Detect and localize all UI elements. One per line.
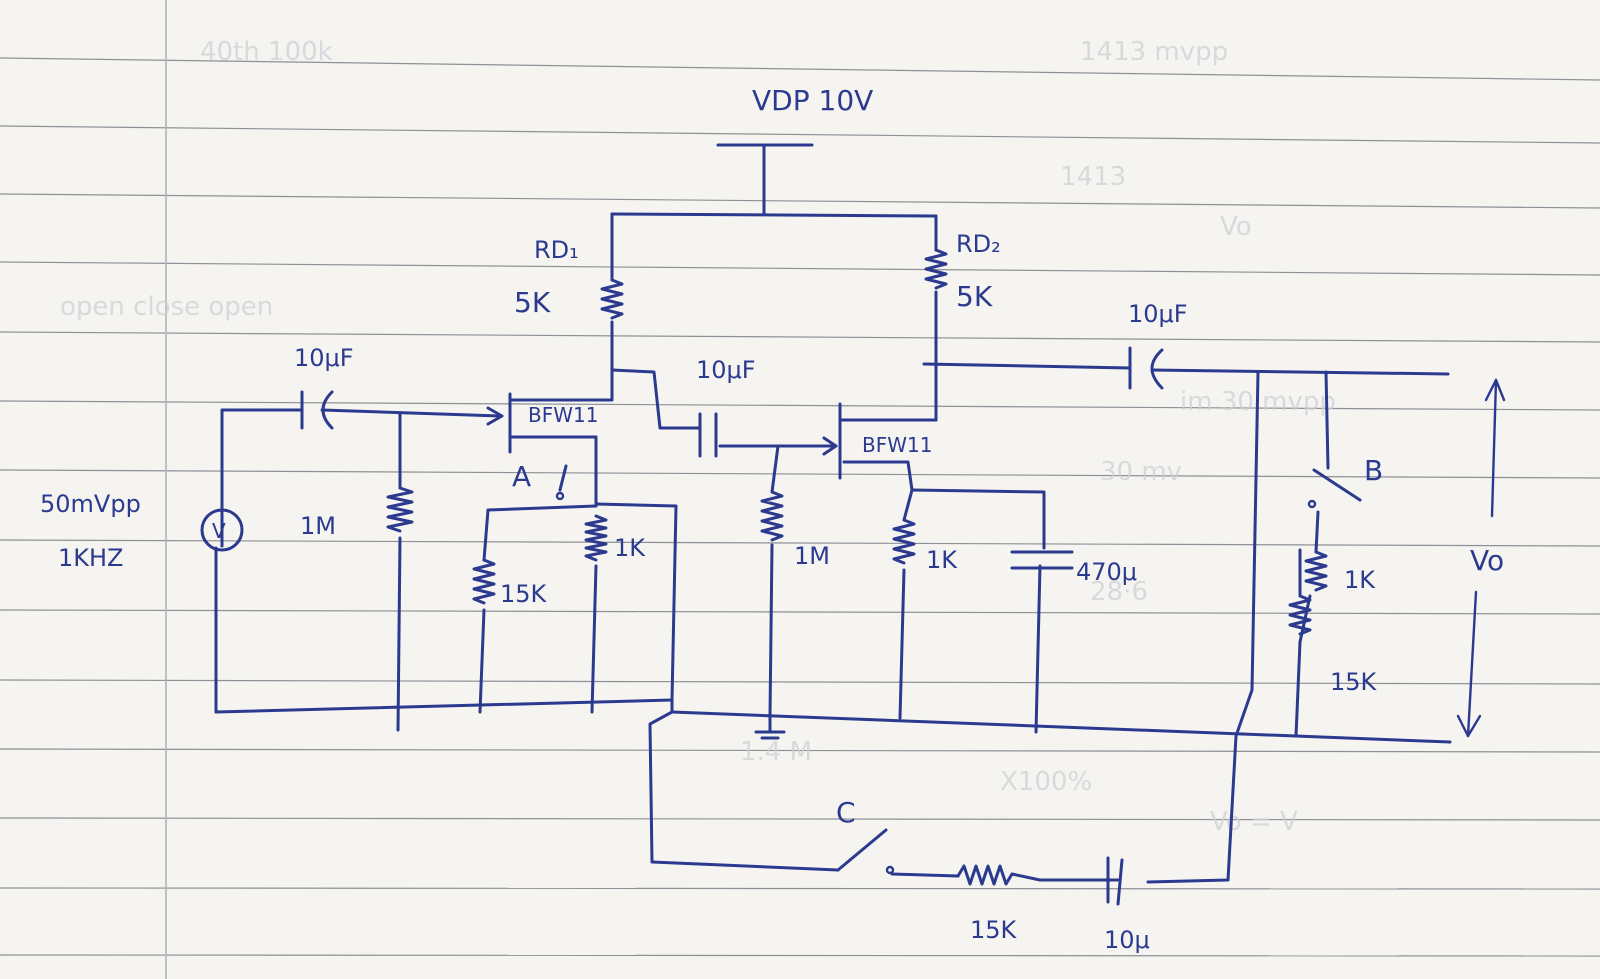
resistor-gate2 [760,490,784,542]
svg-text:1413 mvpp: 1413 mvpp [1080,37,1228,67]
feedback-cap-label: 10μ [1104,926,1150,954]
fet-2 [822,402,938,480]
resistor-feedback [956,864,1042,886]
svg-text:1.4 M: 1.4 M [740,737,812,767]
coupling-cap-label: 10μF [696,356,756,384]
resistor-rd1 [600,278,624,320]
voltage-source-symbol: V [212,519,226,543]
fet2-label: BFW11 [862,433,932,457]
bypass-cap-label: 470μ [1076,558,1137,586]
source1b-resistor-label: 1K [614,534,646,562]
resistor-load2-zigzag [1288,548,1312,636]
rd1-value-label: 5K [514,286,551,319]
resistor-source2 [892,518,916,565]
rd2-name-label: RD₂ [956,230,1001,258]
fet1-label: BFW11 [528,403,598,427]
capacitor-output [1128,346,1164,390]
resistor-source1b [584,514,608,562]
fet-1 [486,368,614,454]
source2-resistor-label: 1K [926,546,958,574]
capacitor-coupling [698,412,718,458]
load1-resistor-label: 1K [1344,566,1376,594]
capacitor-input [300,390,334,430]
svg-text:Vo: Vo [1220,212,1252,242]
gate2-resistor-label: 1M [794,542,830,570]
switch-c-label: C [836,796,856,829]
capacitor-feedback [1106,856,1124,906]
svg-text:X100%: X100% [1000,767,1092,797]
switch-b-label: B [1364,454,1383,487]
voltage-source: V [200,508,244,552]
wiring [214,143,1506,884]
source1a-resistor-label: 15K [500,580,548,608]
switch-a [555,464,568,501]
vo-label: Vo [1470,544,1504,577]
source-amplitude-label: 50mVpp [40,490,141,518]
ruled-lines [0,57,1600,957]
gate1-resistor-label: 1M [300,512,336,540]
resistor-rd2 [924,248,948,290]
svg-text:open close open: open close open [60,292,273,322]
rd2-value-label: 5K [956,280,993,313]
capacitor-bypass [1010,550,1074,570]
svg-text:40th 100k: 40th 100k [200,37,333,67]
switch-b [1307,468,1362,509]
rd1-name-label: RD₁ [534,236,579,264]
output-cap-label: 10μF [1128,300,1188,328]
source-frequency-label: 1KHZ [58,544,124,572]
switch-a-label: A [512,460,531,493]
resistor-source1a [472,558,496,605]
load2-resistor-label: 15K [1330,668,1378,696]
switch-c [836,828,895,875]
svg-text:30 mv: 30 mv [1100,457,1182,487]
input-cap-label: 10μF [294,344,354,372]
vdd-label: VDP 10V [752,84,873,117]
bleed-through: 40th 100k 1413 mvpp 1413 Vo open close o… [60,37,1336,837]
feedback-resistor-label: 15K [970,916,1018,944]
svg-text:1413: 1413 [1060,162,1126,192]
svg-text:28·6: 28·6 [1090,577,1148,607]
resistor-load1 [1304,550,1328,592]
resistor-gate1 [386,486,414,533]
svg-text:Vo = V: Vo = V [1210,807,1298,837]
